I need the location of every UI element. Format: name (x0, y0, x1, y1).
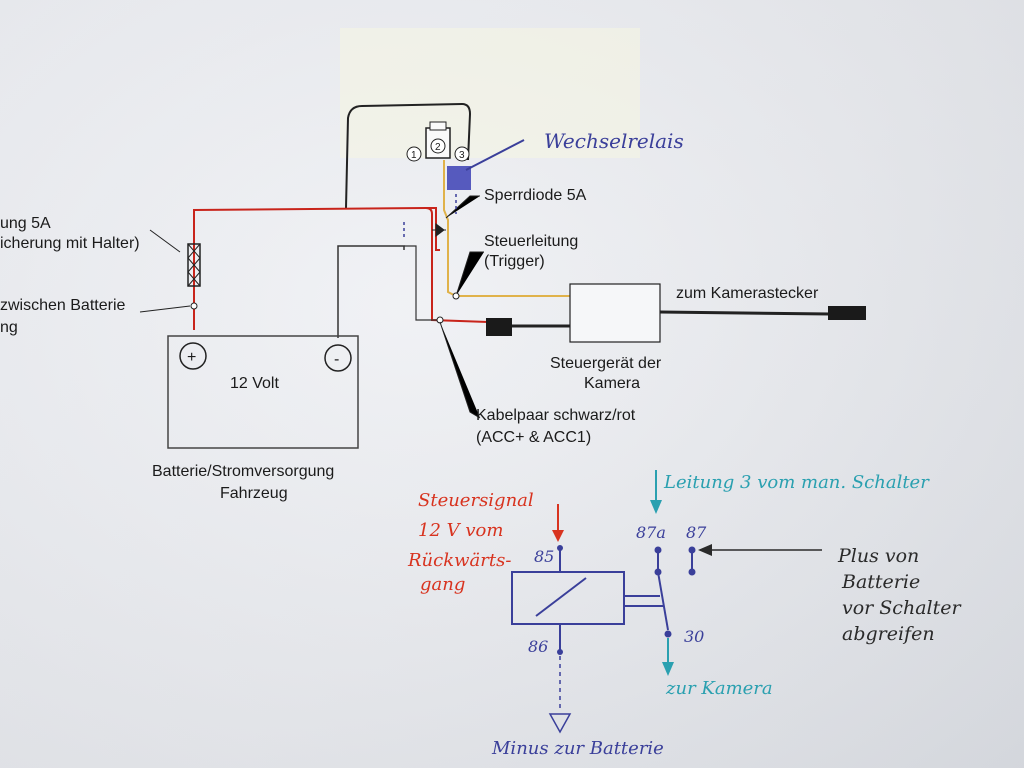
fuse-leader (149, 229, 181, 253)
black-top-wire (345, 102, 472, 209)
fuse-label-line2: icherung mit Halter) (0, 235, 140, 252)
pin-30-dot (664, 630, 672, 638)
diode-label: Sperrdiode 5A (484, 187, 587, 204)
connector-dot (190, 302, 198, 310)
line3-label: Leitung 3 vom man. Schalter (663, 472, 930, 493)
fuse-label-line1: ung 5A (0, 215, 51, 232)
relay-note-pointer (465, 139, 525, 171)
plus-text-1: Plus von (837, 545, 919, 567)
ground-symbol (548, 713, 572, 734)
pin-87a-label: 87a (636, 523, 666, 542)
control-line-label-1: Steuerleitung (484, 233, 578, 250)
signal-text-1: Steuersignal (418, 490, 534, 511)
relay-cap (429, 121, 447, 131)
diode-symbol (432, 223, 446, 237)
relay-coil-box (511, 571, 625, 625)
cable-pair-label-1: Kabelpaar schwarz/rot (476, 407, 636, 424)
pin-86-label: 86 (528, 637, 548, 656)
pin-87-label: 87 (686, 523, 707, 542)
black-bridge-wire (404, 245, 440, 321)
camera-cable (659, 310, 831, 316)
battery-plus-terminal (179, 342, 207, 370)
signal-text-2: 12 V vom (418, 520, 503, 541)
cable-connector (486, 318, 512, 336)
tape-strip (340, 28, 640, 158)
control-line-leader (455, 251, 484, 297)
relay-pin-1 (406, 146, 422, 162)
cable-pair-label-2: (ACC+ & ACC1) (476, 429, 591, 446)
pin-86-dot (557, 649, 563, 655)
cable-pair-leader (439, 321, 481, 419)
relay-pin-3 (454, 146, 470, 162)
control-unit-label-2: Kamera (584, 375, 640, 392)
plus-text-4: abgreifen (842, 623, 935, 645)
fuse-cross (187, 243, 201, 287)
camera-plug-label: zum Kamerastecker (676, 285, 819, 302)
battery-minus-terminal (324, 344, 352, 372)
pin-85-dot (557, 545, 563, 551)
plus-text-2: Batterie (841, 571, 920, 593)
to-camera-label: zur Kamera (665, 678, 773, 699)
battery-box (167, 335, 359, 449)
battery-voltage: 12 Volt (230, 375, 279, 392)
diode-leader (445, 195, 480, 219)
relay-pin-3-label: 3 (459, 150, 465, 161)
switch-arm (657, 571, 669, 631)
battery-plus-sign: + (187, 349, 196, 366)
camera-control-unit (569, 283, 661, 343)
relay-handwritten-note: Wechselrelais (544, 129, 684, 153)
to-camera-arrow-head (662, 662, 674, 676)
yellow-trigger-wire (443, 160, 570, 297)
connector-leader (139, 305, 191, 313)
camera-plug (828, 306, 866, 320)
relay-pin-1-label: 1 (411, 150, 417, 161)
signal-text-3: Rückwärts- (407, 550, 511, 571)
relay-coil-diagonal (535, 577, 587, 617)
red-main-wire (193, 206, 489, 330)
fuse-holder (187, 243, 201, 287)
signal-arrow-head (552, 530, 564, 542)
trigger-dot (452, 292, 460, 300)
relay-pin-2 (430, 138, 446, 154)
plus-arrow-head (698, 544, 712, 556)
connector-label-line2: ng (0, 319, 18, 336)
battery-caption-line2: Fahrzeug (220, 485, 288, 502)
black-minus-wire (337, 245, 405, 338)
minus-label: Minus zur Batterie (491, 738, 664, 759)
relay-pin-2-label: 2 (435, 142, 441, 153)
coil-actuator-lines (624, 595, 664, 607)
pin-85-label: 85 (534, 547, 554, 566)
pin-30-label: 30 (684, 627, 704, 646)
signal-text-4: gang (420, 574, 465, 595)
control-unit-label-1: Steuergerät der (550, 355, 662, 372)
blue-dashed-link (403, 194, 457, 240)
control-line-label-2: (Trigger) (484, 253, 545, 270)
line3-arrow-head (650, 500, 662, 514)
plus-text-3: vor Schalter (842, 597, 962, 619)
battery-minus-sign: - (334, 351, 339, 368)
battery-caption-line1: Batterie/Stromversorgung (152, 463, 334, 480)
connector-label-line1: zwischen Batterie (0, 297, 125, 314)
